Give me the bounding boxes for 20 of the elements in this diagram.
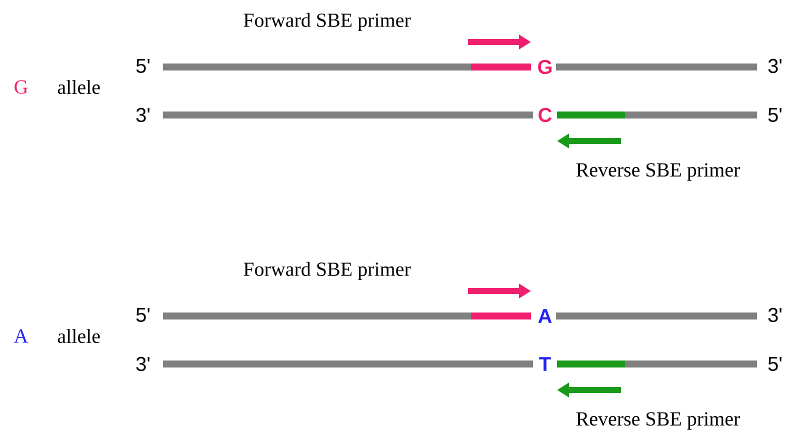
primer-label: Reverse SBE primer <box>576 412 740 430</box>
end-label: 5' <box>768 108 782 122</box>
primer-label: Forward SBE primer <box>244 262 411 280</box>
end-label: 5' <box>136 59 150 73</box>
allele-letter: G <box>14 80 28 94</box>
base-letter: C <box>538 108 552 122</box>
allele-label: allele <box>58 328 100 344</box>
allele-letter: A <box>14 329 28 343</box>
base-letter: A <box>538 309 552 323</box>
allele-label: allele <box>58 80 100 94</box>
base-letter: G <box>538 60 552 74</box>
end-label: 3' <box>768 58 782 74</box>
end-label: 5' <box>768 357 782 371</box>
base-letter: T <box>539 357 551 371</box>
end-label: 3' <box>136 356 150 372</box>
end-label: 3' <box>136 108 150 122</box>
end-label: 3' <box>768 308 782 322</box>
primer-label: Forward SBE primer <box>244 12 411 32</box>
end-label: 5' <box>136 308 150 322</box>
primer-label: Reverse SBE primer <box>576 163 740 181</box>
